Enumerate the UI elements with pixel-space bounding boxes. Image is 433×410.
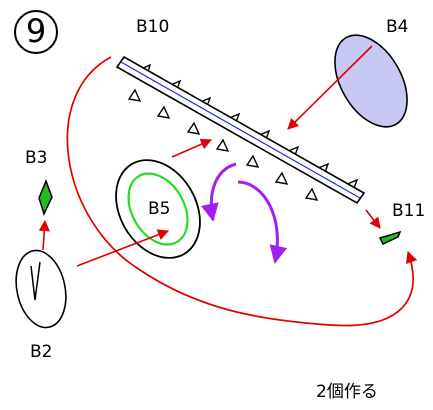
part-b11-diamond <box>378 230 402 245</box>
connector-b10-to-b11 <box>66 56 418 327</box>
part-b5-ring <box>115 159 201 259</box>
label-b11: B11 <box>392 201 426 221</box>
part-b2-disc <box>15 249 67 329</box>
arrow-b4-to-bar <box>287 45 373 130</box>
quantity-note: 2個作る <box>316 382 378 402</box>
label-b10: B10 <box>136 17 170 37</box>
step-number-badge: 9 <box>14 10 58 54</box>
arrow-b2-to-b3 <box>38 219 50 251</box>
part-b3-diamond <box>38 178 53 217</box>
arrow-to-bar-left <box>171 138 213 158</box>
label-b4: B4 <box>386 17 409 37</box>
rotation-arrow-icon <box>201 162 288 264</box>
arrow-bar-to-b11 <box>365 209 381 229</box>
arrow-b2-to-b5 <box>76 229 170 267</box>
label-b5: B5 <box>148 199 171 219</box>
part-b4-oval <box>334 34 408 128</box>
b10-bar-stripe <box>120 61 361 199</box>
label-b2: B2 <box>30 342 53 362</box>
part-b10-bar <box>115 55 366 205</box>
label-b3: B3 <box>25 148 48 168</box>
